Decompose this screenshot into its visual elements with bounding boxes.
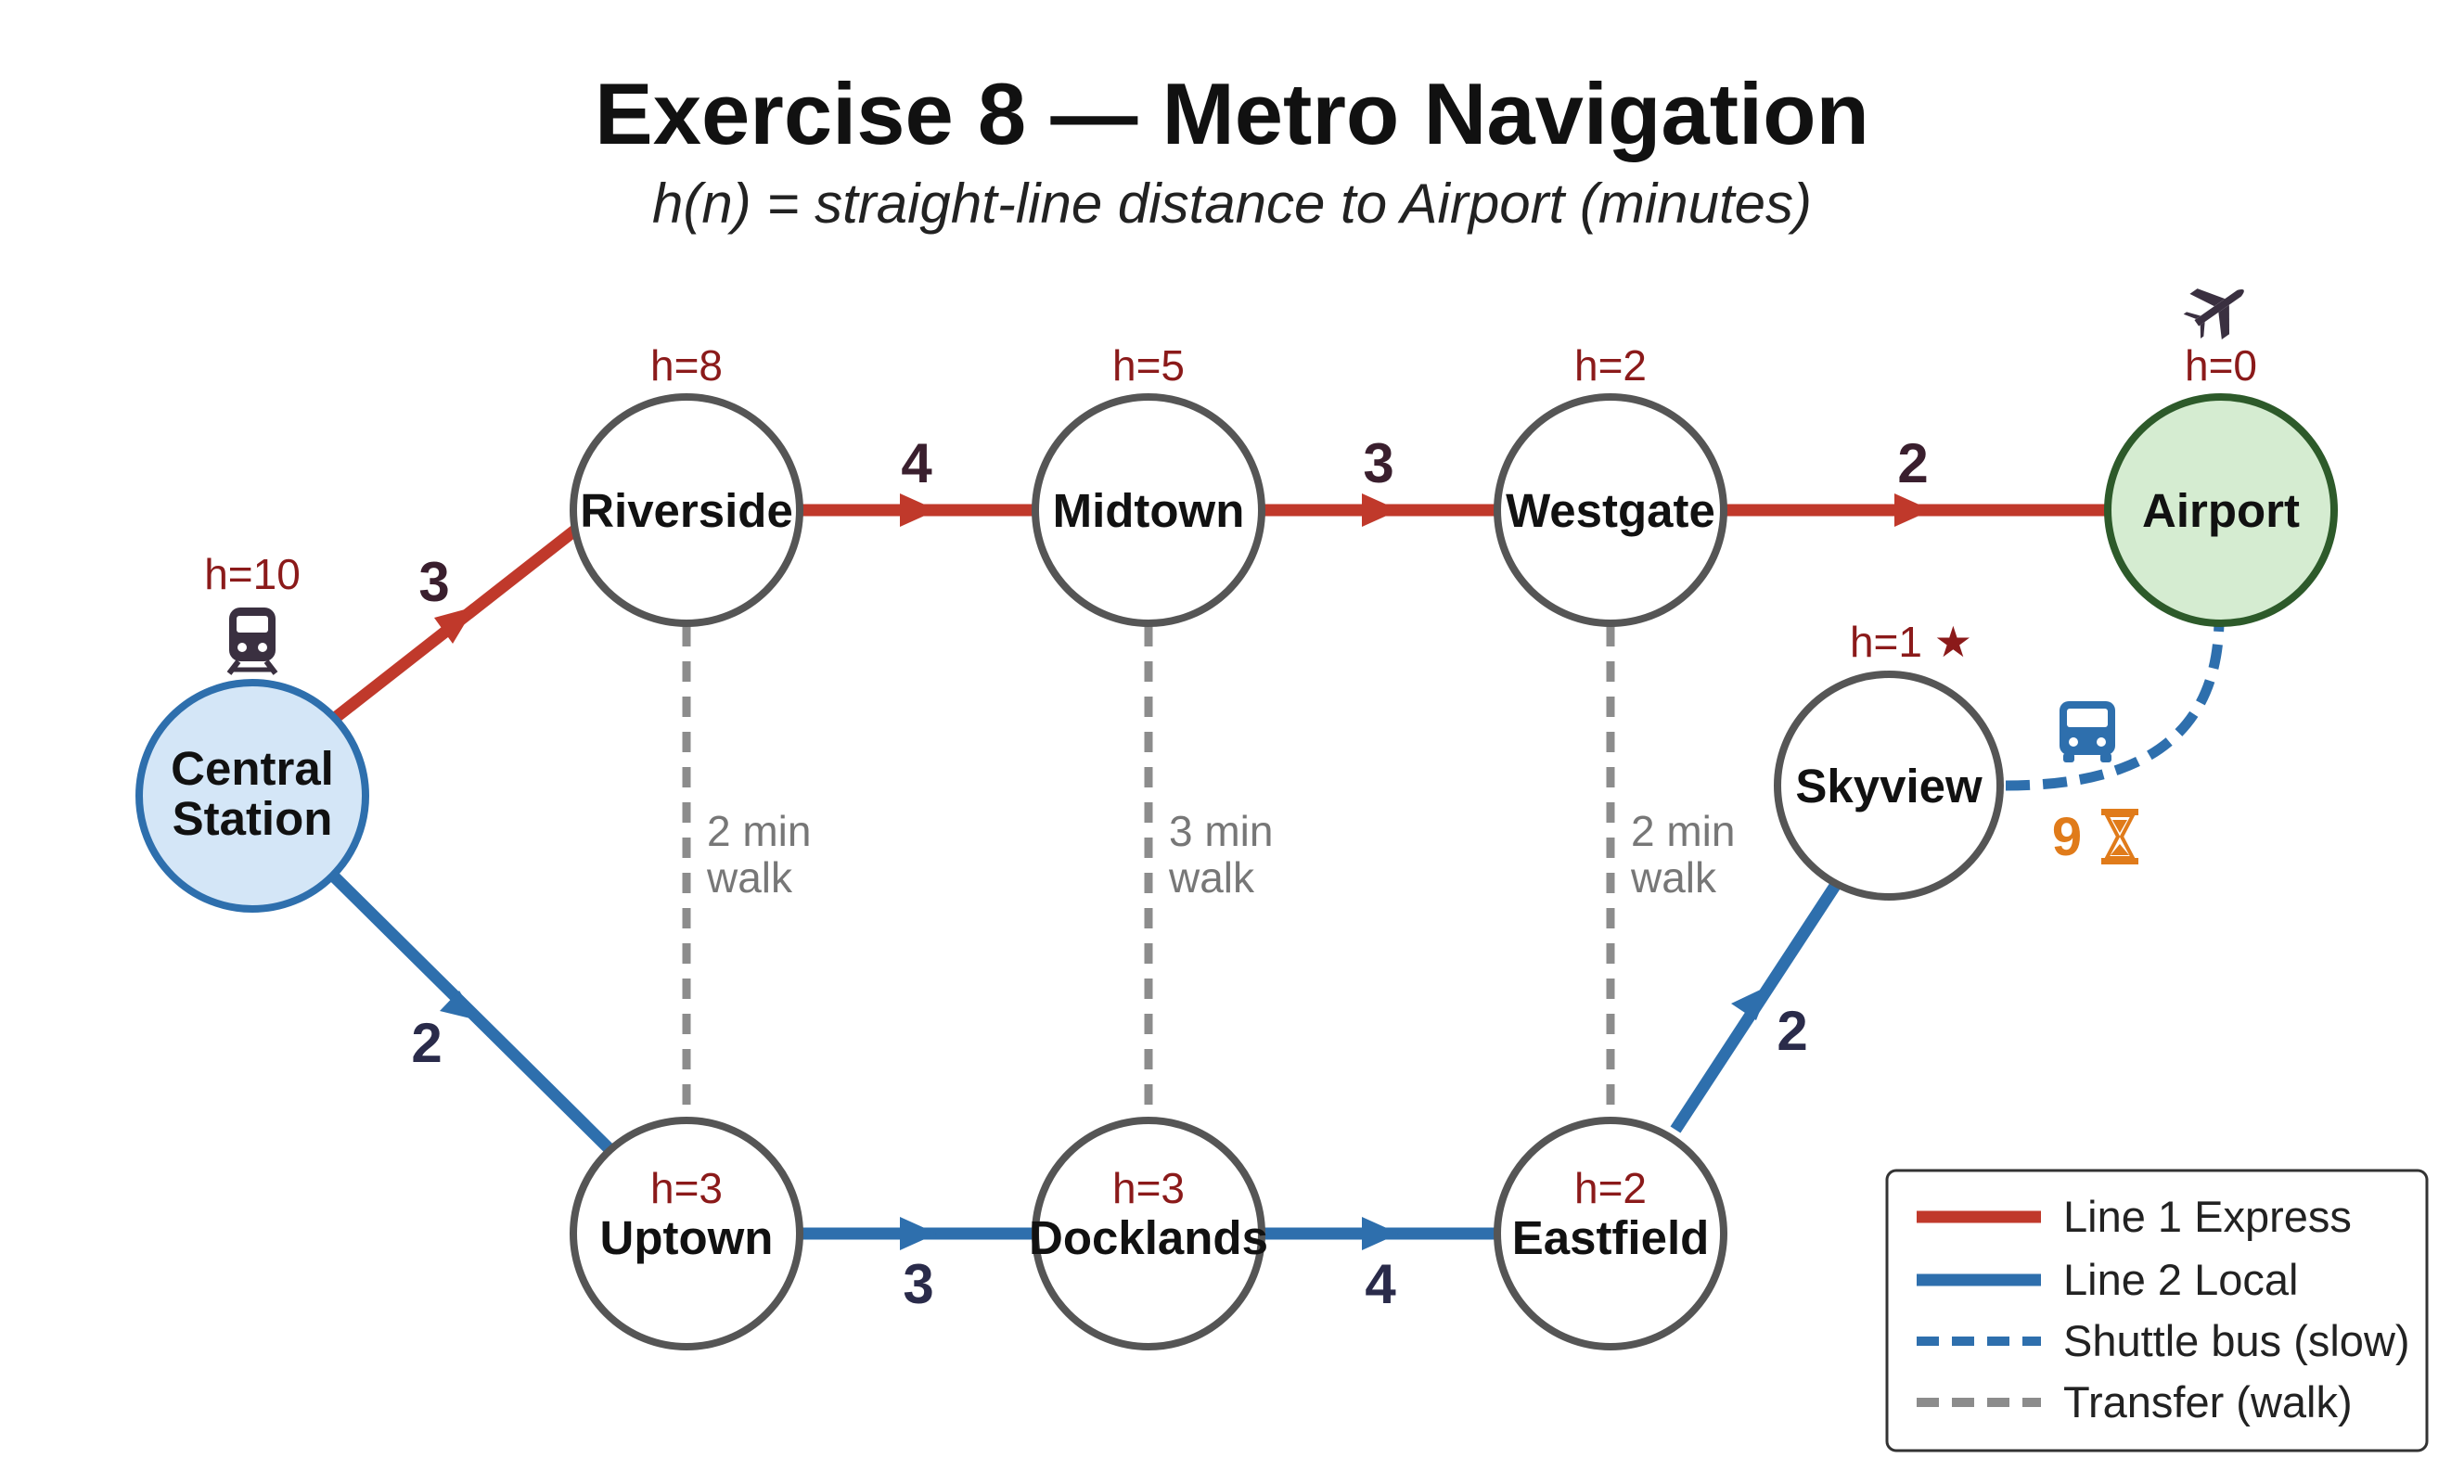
node-label-westgate: Westgate	[1506, 484, 1715, 537]
arrow-docklands-eastfield	[1362, 1217, 1399, 1250]
node-label-airport: Airport	[2142, 484, 2300, 537]
transfer-label-midtown-docklands-time: 3 min	[1169, 807, 1273, 855]
node-label-central-line2: Station	[173, 792, 333, 845]
legend-label-shuttle: Shuttle bus (slow)	[2063, 1316, 2410, 1365]
transfer-label-midtown-docklands-mode: walk	[1168, 853, 1255, 902]
weight-eastfield-skyview: 2	[1777, 1000, 1807, 1062]
node-label-skyview: Skyview	[1795, 760, 1983, 812]
arrow-uptown-docklands	[900, 1217, 937, 1250]
transfer-links	[682, 626, 1615, 1113]
node-central-station: Central Station	[135, 679, 369, 913]
airplane-icon	[2183, 288, 2244, 340]
h-label-docklands: h=3	[1112, 1164, 1185, 1212]
weight-docklands-eastfield: 4	[1365, 1253, 1396, 1315]
page-subtitle: h(n) = straight-line distance to Airport…	[652, 173, 1812, 235]
arrow-midtown-westgate	[1362, 493, 1399, 527]
arrow-central-uptown	[440, 991, 478, 1020]
weight-central-uptown: 2	[411, 1012, 442, 1074]
node-label-uptown: Uptown	[600, 1211, 774, 1264]
node-riverside: Riverside	[570, 393, 803, 627]
page-title: Exercise 8 — Metro Navigation	[595, 65, 1869, 162]
node-label-riverside: Riverside	[580, 484, 793, 537]
arrow-central-riverside	[434, 607, 475, 644]
weight-skyview-airport: 9	[2052, 807, 2082, 867]
transfer-label-riverside-uptown-time: 2 min	[707, 807, 811, 855]
node-label-eastfield: Eastfield	[1512, 1211, 1710, 1264]
node-uptown: Uptown	[570, 1117, 803, 1350]
h-label-skyview: h=1 ★	[1850, 618, 1972, 666]
node-label-midtown: Midtown	[1053, 484, 1245, 537]
legend: Line 1 Express Line 2 Local Shuttle bus …	[1885, 1169, 2429, 1452]
edge-skyview-airport-shuttle	[2005, 620, 2225, 791]
node-label-central-line1: Central	[171, 742, 334, 795]
legend-label-transfer: Transfer (walk)	[2063, 1377, 2353, 1426]
node-airport: Airport	[2104, 393, 2338, 627]
h-label-airport: h=0	[2185, 341, 2257, 390]
transfer-label-riverside-uptown-mode: walk	[706, 853, 793, 902]
h-label-midtown: h=5	[1112, 341, 1185, 390]
legend-label-line2: Line 2 Local	[2063, 1255, 2298, 1304]
transfer-label-westgate-eastfield-time: 2 min	[1631, 807, 1735, 855]
node-eastfield: Eastfield	[1494, 1117, 1727, 1350]
h-label-riverside: h=8	[650, 341, 723, 390]
line1-express	[329, 493, 2108, 724]
arrow-westgate-airport	[1894, 493, 1931, 527]
arrow-eastfield-skyview	[1731, 985, 1770, 1020]
h-label-westgate: h=2	[1574, 341, 1647, 390]
node-westgate: Westgate	[1494, 393, 1727, 627]
h-label-central: h=10	[204, 550, 301, 598]
node-docklands: Docklands	[1029, 1117, 1268, 1350]
weight-westgate-airport: 2	[1897, 432, 1928, 494]
weight-riverside-midtown: 4	[901, 432, 932, 494]
weight-midtown-westgate: 3	[1363, 432, 1393, 494]
hourglass-icon	[2101, 809, 2138, 864]
legend-label-line1: Line 1 Express	[2063, 1192, 2352, 1241]
h-label-eastfield: h=2	[1574, 1164, 1647, 1212]
node-label-docklands: Docklands	[1029, 1211, 1268, 1264]
bus-icon	[2060, 701, 2115, 762]
node-midtown: Midtown	[1032, 393, 1265, 627]
h-label-uptown: h=3	[650, 1164, 723, 1212]
transfer-label-westgate-eastfield-mode: walk	[1630, 853, 1717, 902]
node-skyview: Skyview	[1774, 671, 2004, 901]
train-icon	[226, 608, 278, 675]
weight-uptown-docklands: 3	[903, 1253, 933, 1315]
arrow-riverside-midtown	[900, 493, 937, 527]
weight-central-riverside: 3	[418, 551, 449, 613]
line2-local	[329, 872, 1842, 1250]
